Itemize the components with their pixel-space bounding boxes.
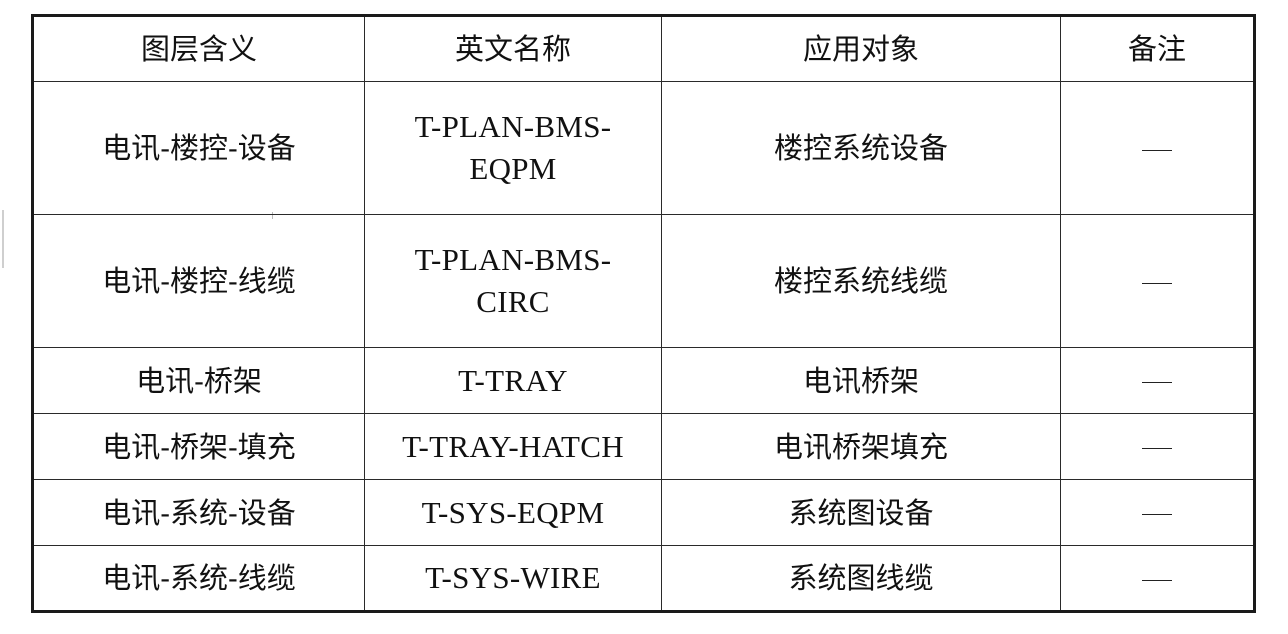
- header-english-name: 英文名称: [364, 15, 662, 82]
- table-row: 电讯-系统-设备 T-SYS-EQPM 系统图设备: [32, 479, 1255, 546]
- english-name-line: T-PLAN-BMS-: [414, 109, 612, 144]
- cell-layer-meaning: 电讯-系统-设备: [32, 479, 365, 546]
- cell-english-name: T-PLAN-BMS- EQPM: [364, 81, 662, 215]
- english-name-line: CIRC: [476, 284, 550, 319]
- cell-english-name: T-SYS-WIRE: [364, 545, 662, 612]
- layer-table: 图层含义 英文名称 应用对象 备注 电讯-楼控-设备 T-PLAN-BMS- E…: [31, 14, 1256, 613]
- cell-application-object: 系统图设备: [661, 479, 1061, 546]
- dash-mark: [1142, 514, 1172, 515]
- cell-english-name: T-SYS-EQPM: [364, 479, 662, 546]
- english-name-line: T-PLAN-BMS-: [414, 242, 612, 277]
- cell-application-object: 电讯桥架填充: [661, 413, 1061, 480]
- dash-mark: [1142, 282, 1172, 284]
- cell-remarks: [1060, 347, 1255, 414]
- cell-layer-meaning: 电讯-桥架: [32, 347, 365, 414]
- cell-layer-meaning: 电讯-楼控-设备: [32, 81, 365, 215]
- dash-mark: [1142, 382, 1172, 383]
- cell-application-object: 楼控系统线缆: [661, 214, 1061, 348]
- cell-application-object: 楼控系统设备: [661, 81, 1061, 215]
- cell-remarks: [1060, 81, 1255, 215]
- cell-remarks: [1060, 413, 1255, 480]
- layer-table-container: 图层含义 英文名称 应用对象 备注 电讯-楼控-设备 T-PLAN-BMS- E…: [31, 14, 1256, 613]
- cell-layer-meaning: 电讯-桥架-填充: [32, 413, 365, 480]
- cell-layer-meaning: 电讯-系统-线缆: [32, 545, 365, 612]
- english-name-line: EQPM: [469, 151, 557, 186]
- cell-layer-meaning: 电讯-楼控-线缆: [32, 214, 365, 348]
- table-header-row: 图层含义 英文名称 应用对象 备注: [32, 15, 1255, 82]
- header-layer-meaning: 图层含义: [32, 15, 365, 82]
- cell-english-name: T-PLAN-BMS- CIRC: [364, 214, 662, 348]
- header-application-object: 应用对象: [661, 15, 1061, 82]
- cell-english-name: T-TRAY-HATCH: [364, 413, 662, 480]
- cell-application-object: 电讯桥架: [661, 347, 1061, 414]
- table-row: 电讯-桥架-填充 T-TRAY-HATCH 电讯桥架填充: [32, 413, 1255, 480]
- table-row: 电讯-楼控-设备 T-PLAN-BMS- EQPM 楼控系统设备: [32, 81, 1255, 215]
- dash-mark: [1142, 579, 1172, 581]
- cell-remarks: [1060, 545, 1255, 612]
- dash-mark: [1142, 448, 1172, 449]
- cell-remarks: [1060, 214, 1255, 348]
- cell-remarks: [1060, 479, 1255, 546]
- scan-edge-mark: [2, 210, 4, 268]
- cell-application-object: 系统图线缆: [661, 545, 1061, 612]
- table-row: 电讯-楼控-线缆 T-PLAN-BMS- CIRC 楼控系统线缆: [32, 214, 1255, 348]
- header-remarks: 备注: [1060, 15, 1255, 82]
- table-row: 电讯-桥架 T-TRAY 电讯桥架: [32, 347, 1255, 414]
- dash-mark: [1142, 149, 1172, 151]
- table-row: 电讯-系统-线缆 T-SYS-WIRE 系统图线缆: [32, 545, 1255, 612]
- cell-english-name: T-TRAY: [364, 347, 662, 414]
